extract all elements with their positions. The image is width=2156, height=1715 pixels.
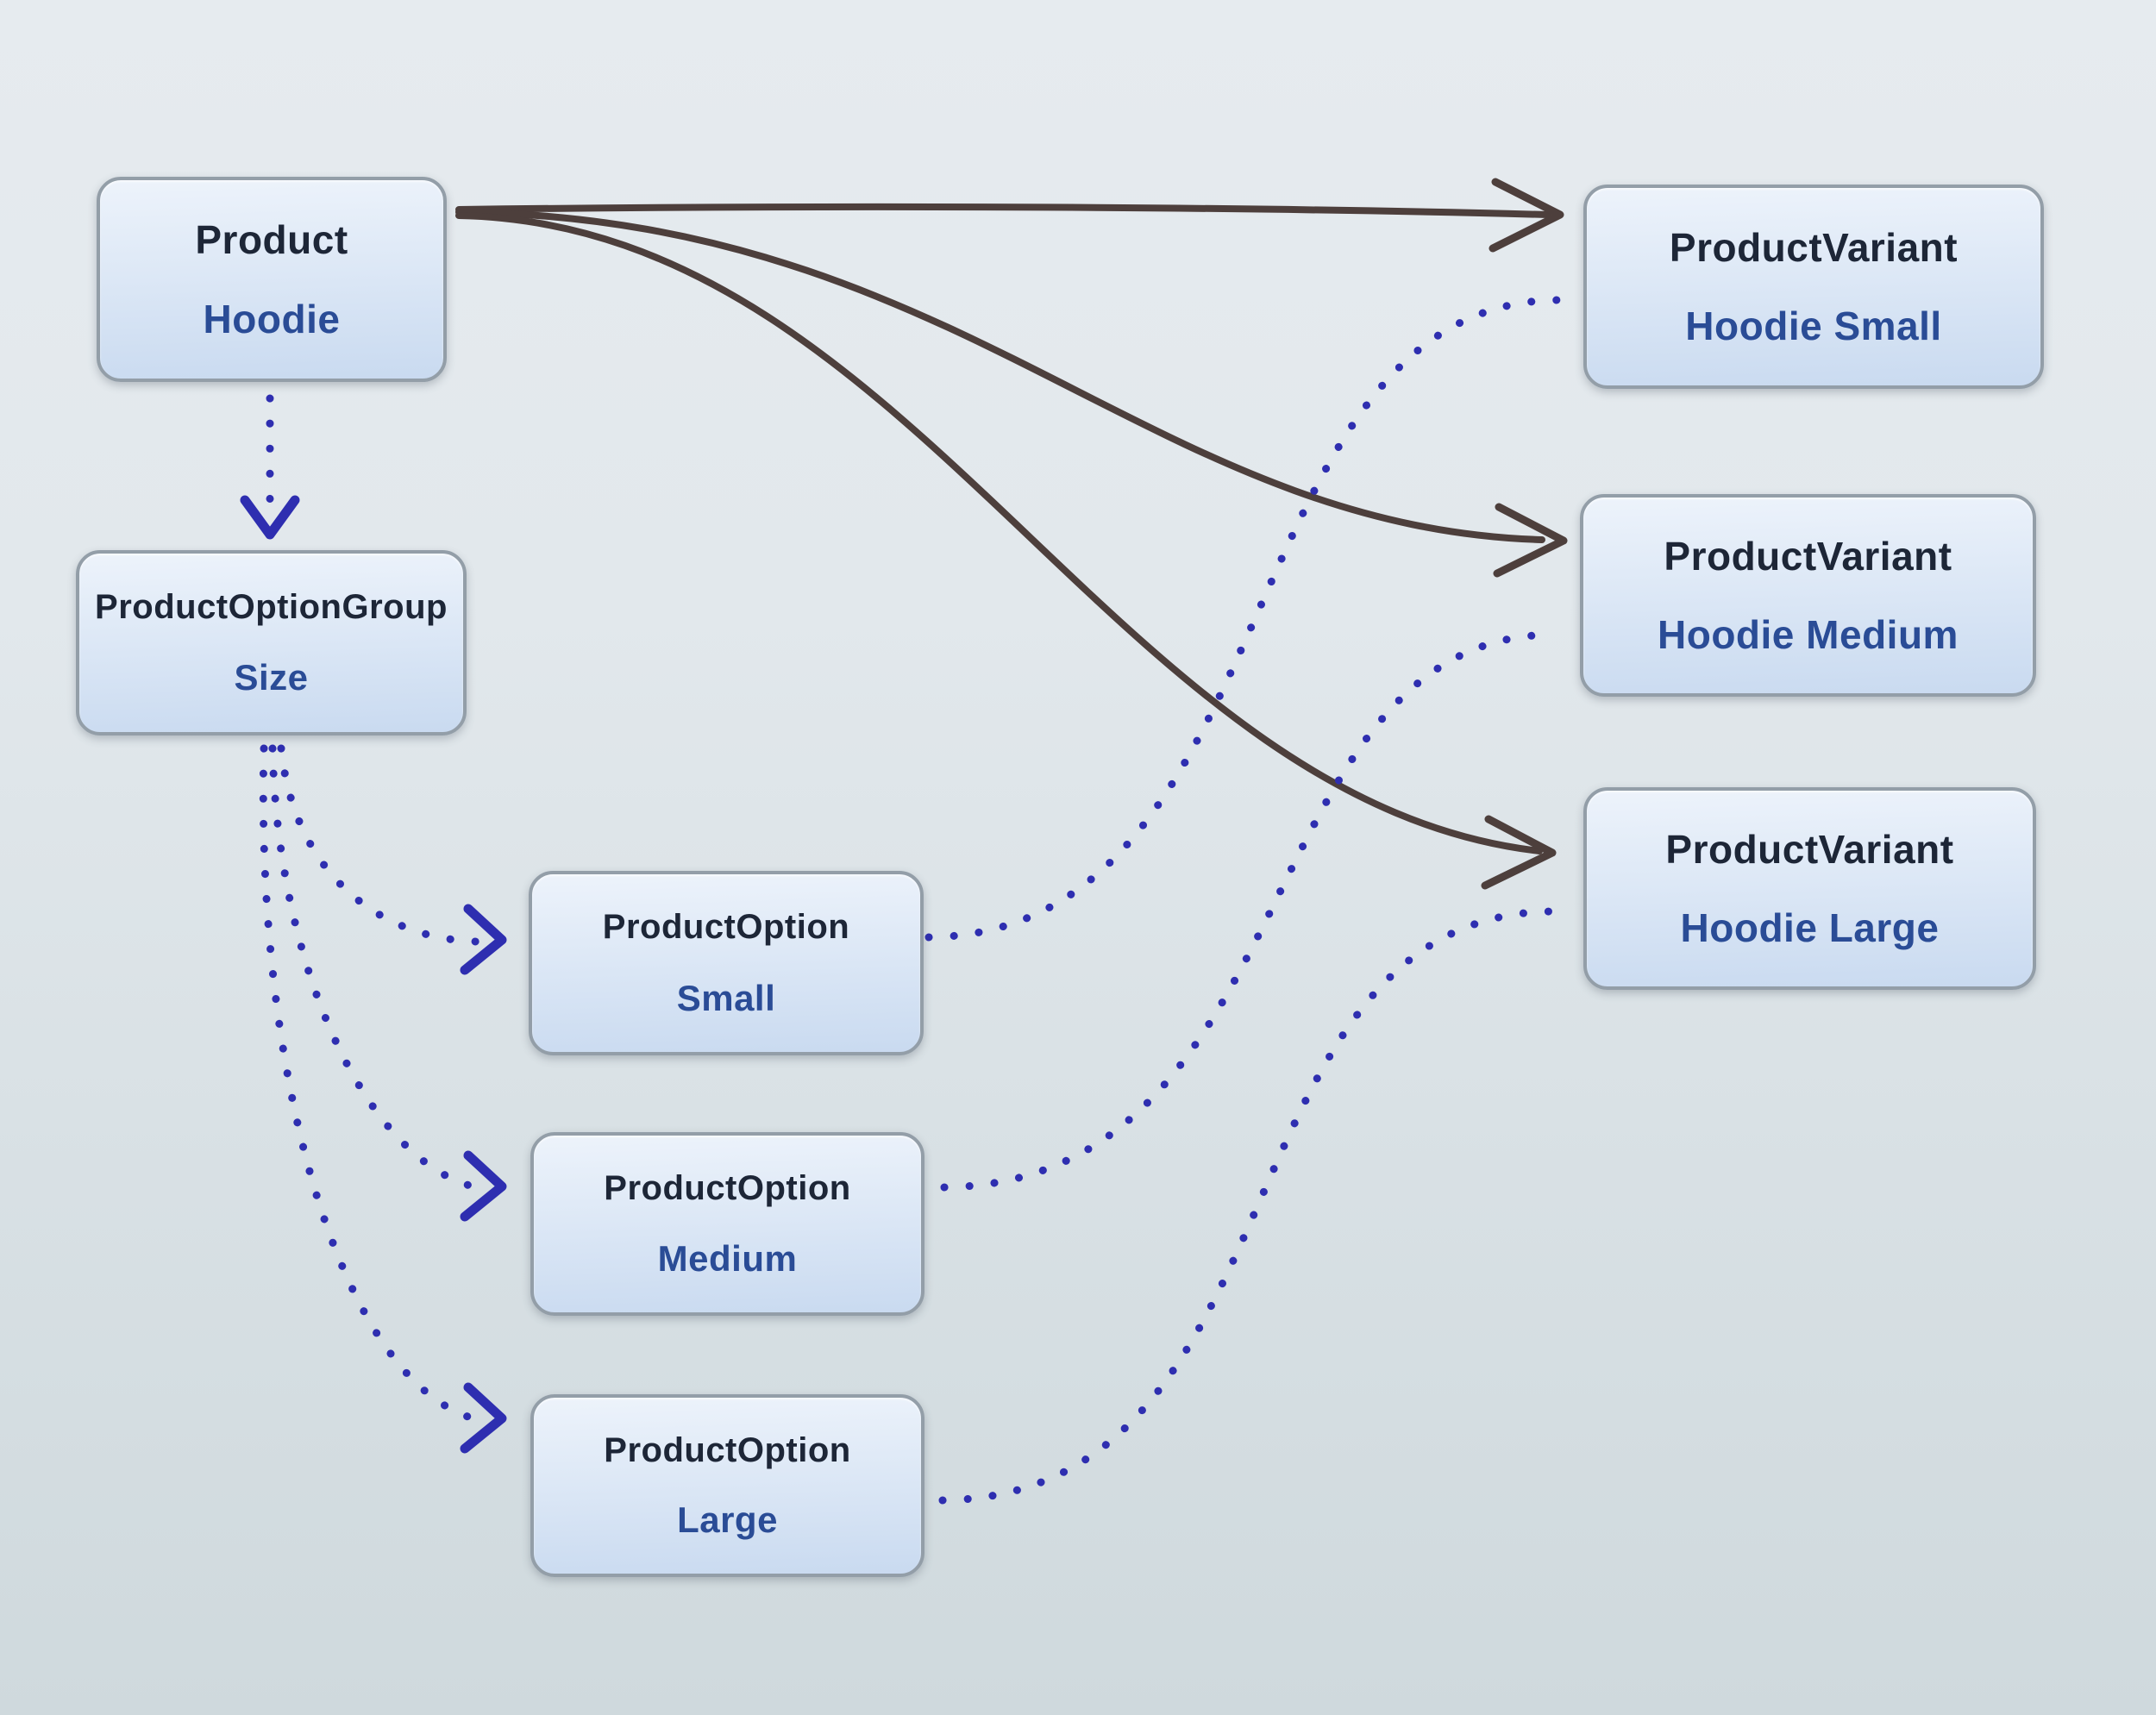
edge-line <box>455 209 1545 543</box>
node-label: Large <box>677 1499 778 1541</box>
node-type: Product <box>195 217 348 262</box>
arrowhead-right-icon <box>460 904 507 975</box>
node-product-option-medium: ProductOption Medium <box>530 1132 924 1316</box>
arrowhead-right-icon <box>460 1382 507 1454</box>
edge-line <box>938 907 1557 1505</box>
node-type: ProductVariant <box>1665 827 1954 872</box>
edge-option-large-to-variant-large <box>938 907 1557 1505</box>
node-label: Hoodie <box>203 297 341 341</box>
edge-product-to-variant-medium <box>455 209 1568 578</box>
node-variant-small: ProductVariant Hoodie Small <box>1583 185 2044 389</box>
node-type: ProductOption <box>604 1169 851 1207</box>
node-variant-medium: ProductVariant Hoodie Medium <box>1580 494 2036 697</box>
node-type: ProductOption <box>602 908 850 947</box>
node-product: Product Hoodie <box>97 177 447 382</box>
node-product-option-small: ProductOption Small <box>529 871 924 1055</box>
node-type: ProductOptionGroup <box>95 587 448 626</box>
edge-product-to-option-group <box>240 394 300 540</box>
node-type: ProductVariant <box>1669 224 1959 270</box>
node-label: Hoodie Small <box>1685 304 1942 349</box>
arrowhead-right-icon <box>1489 178 1564 253</box>
node-label: Size <box>234 657 309 698</box>
node-label: Small <box>676 977 776 1018</box>
arrowhead-right-icon <box>1481 815 1557 890</box>
node-type: ProductVariant <box>1664 534 1952 579</box>
edge-line <box>455 212 1543 854</box>
node-variant-large: ProductVariant Hoodie Large <box>1583 787 2036 990</box>
edge-group-to-option-large <box>259 744 507 1454</box>
node-label: Hoodie Large <box>1680 905 1940 950</box>
arrowhead-down-icon <box>240 495 300 540</box>
edge-line <box>455 203 1551 218</box>
edge-line <box>277 744 480 946</box>
node-label: Medium <box>657 1238 798 1279</box>
node-label: Hoodie Medium <box>1658 612 1959 657</box>
edge-group-to-option-small <box>277 744 507 975</box>
arrowhead-right-icon <box>1493 503 1568 578</box>
edge-option-medium-to-variant-medium <box>940 630 1557 1192</box>
edge-product-to-variant-large <box>455 212 1557 890</box>
arrowhead-right-icon <box>460 1150 507 1222</box>
edge-product-to-variant-small <box>455 178 1564 253</box>
node-type: ProductOption <box>604 1430 851 1469</box>
edge-line <box>940 630 1557 1192</box>
edge-group-to-option-medium <box>268 744 507 1222</box>
edge-option-small-to-variant-small <box>924 296 1562 942</box>
edge-line <box>259 744 480 1424</box>
node-product-option-group: ProductOptionGroup Size <box>76 550 467 735</box>
edge-line <box>924 296 1562 942</box>
edge-line <box>268 744 480 1192</box>
node-product-option-large: ProductOption Large <box>530 1394 924 1577</box>
